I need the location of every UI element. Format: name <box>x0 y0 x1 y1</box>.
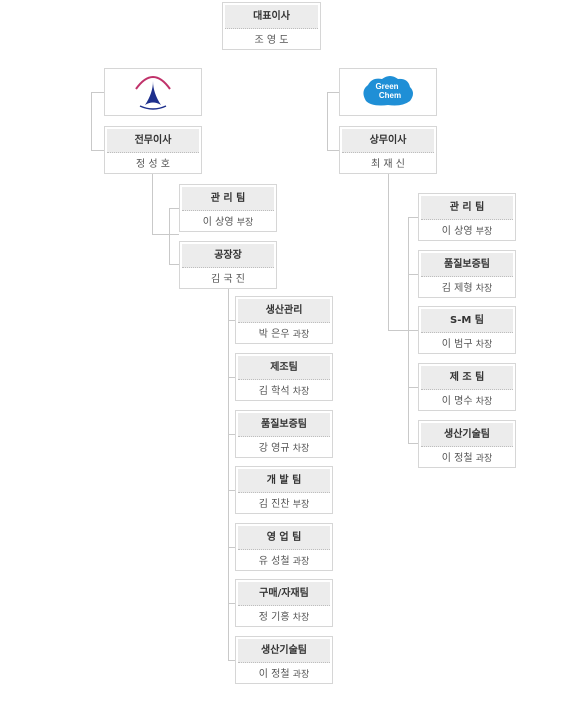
right-exec-box: 상무이사 최 재 신 <box>339 126 437 174</box>
right-team-1: 관 리 팀 이 상영 부장 <box>418 193 516 241</box>
team-title: 구매/자재팀 <box>238 582 330 606</box>
left-admin-box: 관 리 팀 이 상영 부장 <box>179 184 277 232</box>
svg-text:Chem: Chem <box>379 91 401 100</box>
connector-line <box>228 320 235 321</box>
team-person: 이 명수 차장 <box>441 396 493 407</box>
team-person: 박 은우 과장 <box>258 329 310 340</box>
hb-yang-logo <box>104 68 202 116</box>
team-title: 관 리 팀 <box>421 196 513 220</box>
connector-line <box>388 330 408 331</box>
left-exec-name: 정 성 호 <box>136 159 170 170</box>
svg-text:Green: Green <box>375 82 398 91</box>
connector-line <box>228 434 235 435</box>
right-team-2: 품질보증팀 김 제형 차장 <box>418 250 516 298</box>
team-title: 품질보증팀 <box>421 253 513 277</box>
connector-line <box>408 274 418 275</box>
team-title: 생산관리 <box>238 299 330 323</box>
left-team-7: 생산기술팀 이 정철 과장 <box>235 636 333 684</box>
connector-line <box>228 547 235 548</box>
connector-line <box>228 377 235 378</box>
right-exec-title: 상무이사 <box>342 129 434 153</box>
connector-line <box>91 92 104 93</box>
left-exec-box: 전무이사 정 성 호 <box>104 126 202 174</box>
plant-manager-title: 공장장 <box>182 244 274 268</box>
right-team-4: 제 조 팀 이 명수 차장 <box>418 363 516 411</box>
team-person: 이 정철 과장 <box>441 453 493 464</box>
team-person: 유 성철 과장 <box>258 556 310 567</box>
connector-line <box>152 174 153 235</box>
team-person: 강 영규 차장 <box>258 443 310 454</box>
left-admin-title: 관 리 팀 <box>182 187 274 211</box>
connector-line <box>169 264 179 265</box>
connector-line <box>169 208 179 209</box>
left-team-4: 개 발 팀 김 진찬 부장 <box>235 466 333 514</box>
hb-yang-logo-mark <box>135 76 171 110</box>
connector-line <box>327 150 339 151</box>
connector-line <box>327 92 339 93</box>
team-title: 생산기술팀 <box>238 639 330 663</box>
plant-manager-name: 김 국 진 <box>211 274 245 285</box>
left-team-1: 생산관리 박 은우 과장 <box>235 296 333 344</box>
connector-line <box>228 603 235 604</box>
green-chem-logo-mark: Green Chem <box>363 76 413 106</box>
connector-line <box>408 443 418 444</box>
team-person: 김 진찬 부장 <box>258 499 310 510</box>
connector-line <box>408 217 418 218</box>
ceo-name: 조 영 도 <box>254 35 289 46</box>
team-person: 이 상영 부장 <box>441 226 493 237</box>
right-exec-name: 최 재 신 <box>371 159 405 170</box>
right-team-5: 생산기술팀 이 정철 과장 <box>418 420 516 468</box>
team-person: 정 기홍 차장 <box>258 612 310 623</box>
left-admin-person: 이 상영 부장 <box>202 217 254 228</box>
left-exec-title: 전무이사 <box>107 129 199 153</box>
team-title: S-M 팀 <box>421 309 513 333</box>
team-person: 김 제형 차장 <box>441 283 493 294</box>
connector-line <box>408 330 418 331</box>
left-team-6: 구매/자재팀 정 기홍 차장 <box>235 579 333 627</box>
ceo-box: 대표이사 조 영 도 <box>222 2 321 50</box>
team-person: 이 범구 차장 <box>441 339 493 350</box>
connector-line <box>228 490 235 491</box>
green-chem-logo: Green Chem <box>339 68 437 116</box>
team-title: 개 발 팀 <box>238 469 330 493</box>
left-team-3: 품질보증팀 강 영규 차장 <box>235 410 333 458</box>
team-title: 생산기술팀 <box>421 423 513 447</box>
team-title: 제조팀 <box>238 356 330 380</box>
ceo-title: 대표이사 <box>225 5 318 29</box>
team-title: 제 조 팀 <box>421 366 513 390</box>
connector-line <box>408 387 418 388</box>
team-person: 이 정철 과장 <box>258 669 310 680</box>
connector-line <box>169 208 170 265</box>
connector-line <box>228 289 229 660</box>
connector-line <box>327 92 328 151</box>
connector-line <box>388 174 389 331</box>
plant-manager-box: 공장장 김 국 진 <box>179 241 277 289</box>
connector-line <box>91 92 92 151</box>
right-team-3: S-M 팀 이 범구 차장 <box>418 306 516 354</box>
left-team-2: 제조팀 김 학석 차장 <box>235 353 333 401</box>
connector-line <box>91 150 104 151</box>
connector-line <box>228 660 235 661</box>
team-title: 영 업 팀 <box>238 526 330 550</box>
team-person: 김 학석 차장 <box>258 386 310 397</box>
connector-line <box>152 234 179 235</box>
team-title: 품질보증팀 <box>238 413 330 437</box>
left-team-5: 영 업 팀 유 성철 과장 <box>235 523 333 571</box>
